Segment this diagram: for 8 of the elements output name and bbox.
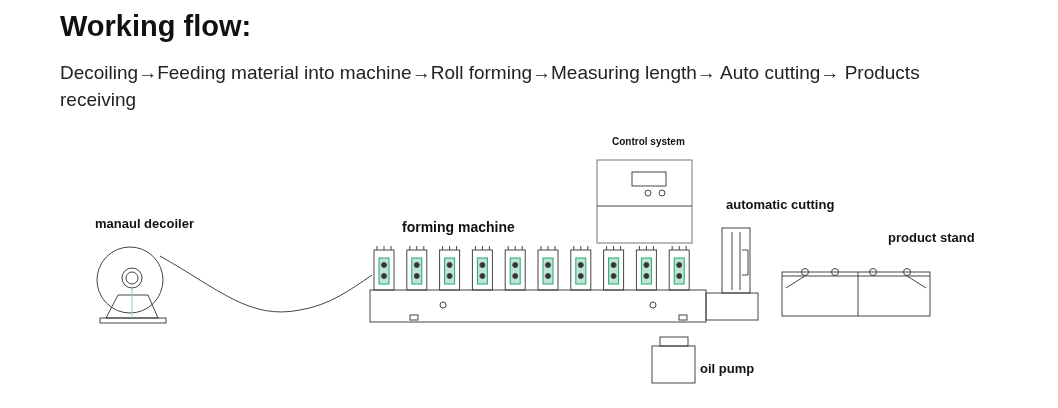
title: Working flow: [60,10,252,43]
part-label: Control system [612,136,685,147]
flow-description: Decoiling→Feeding material into machine→Roll forming→Measuring length→ Auto cutting→ Products receiving [60,61,921,112]
part-label: automatic cutting [726,197,835,212]
part-label: product stand [888,230,975,245]
part-label: forming machine [402,219,515,235]
part-label: manaul decoiler [95,216,194,231]
part-label: oil pump [700,361,755,376]
